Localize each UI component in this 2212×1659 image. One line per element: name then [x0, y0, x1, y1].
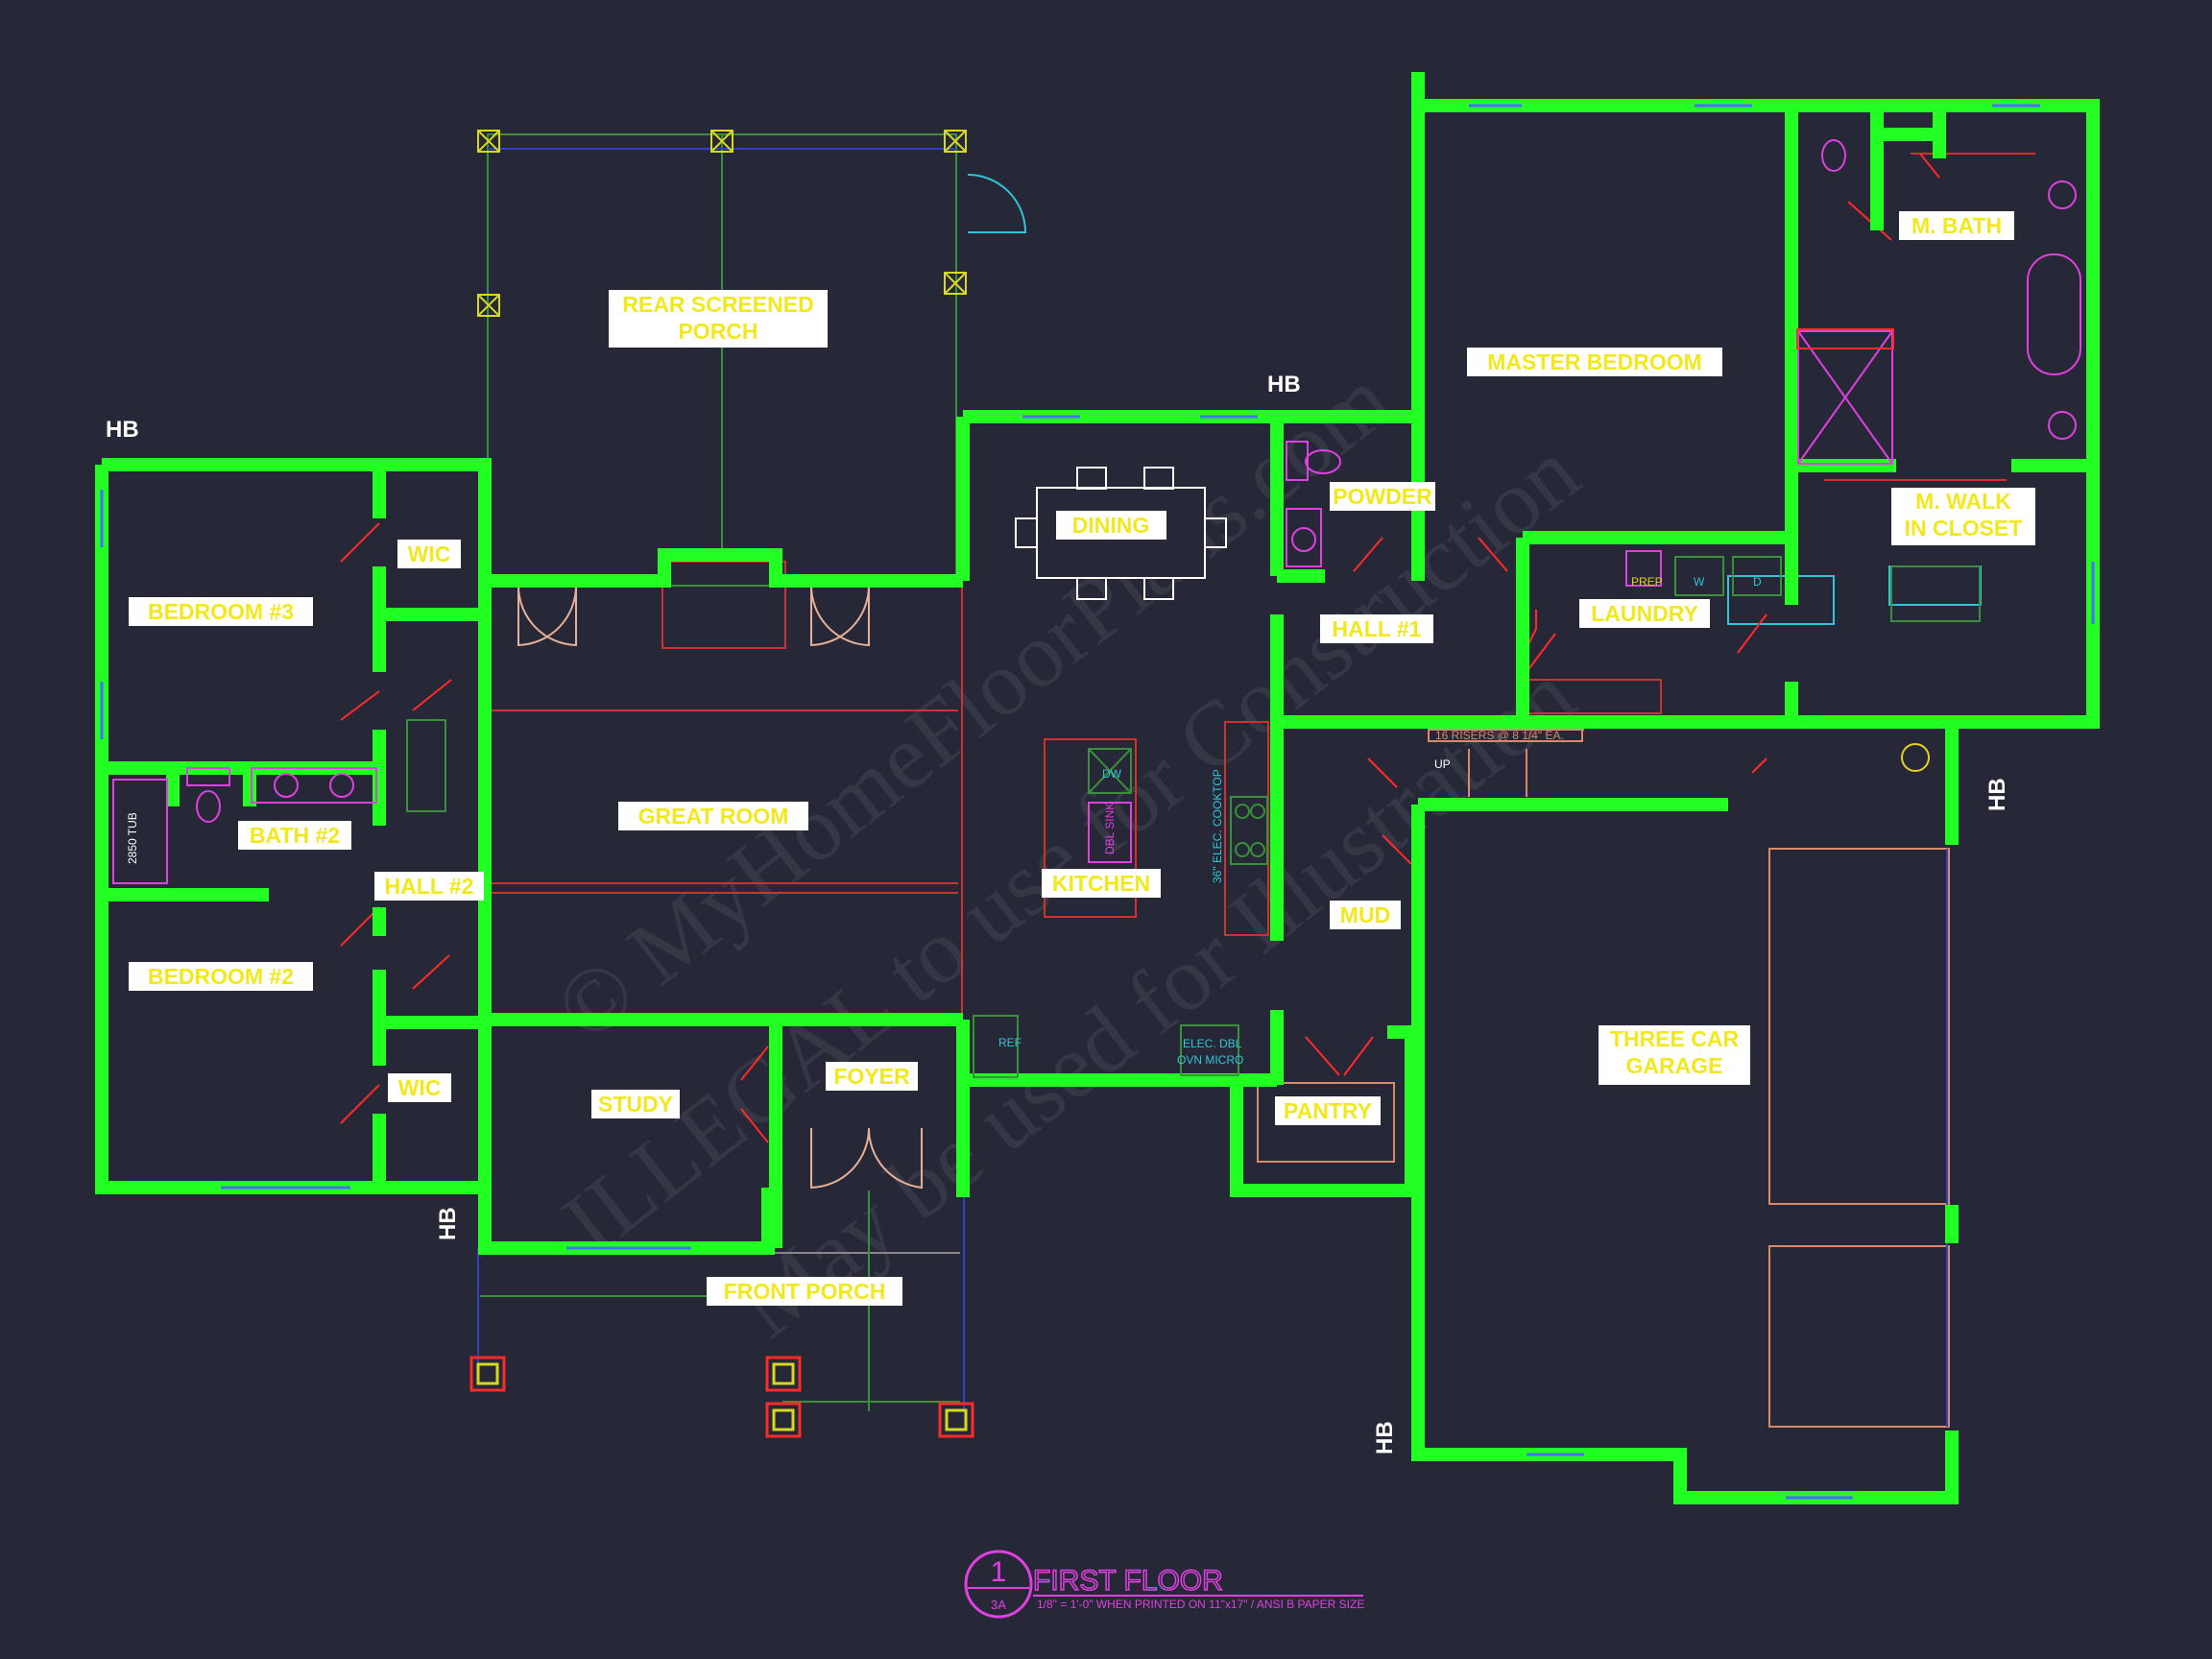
hb-tag-study: HB	[435, 1207, 461, 1240]
door-swings	[340, 153, 1940, 1190]
oven-label-2: OVN MICRO	[1177, 1053, 1243, 1067]
svg-text:REAR SCREENED: REAR SCREENED	[622, 292, 813, 317]
oven-label-1: ELEC. DBL	[1183, 1037, 1242, 1050]
dishwasher-label: DW	[1102, 767, 1122, 781]
stairs-up: UP	[1434, 757, 1451, 771]
hb-tag-garage-bottom: HB	[1372, 1421, 1398, 1455]
svg-text:FRONT PORCH: FRONT PORCH	[724, 1279, 886, 1304]
svg-text:IN CLOSET: IN CLOSET	[1905, 516, 2023, 541]
bedroom-2-label: BEDROOM #2	[129, 962, 313, 991]
svg-text:BEDROOM #2: BEDROOM #2	[148, 964, 294, 989]
m-walk-in-closet-label: M. WALK IN CLOSET	[1891, 488, 2035, 545]
room-labels: REAR SCREENED PORCH MASTER BEDROOM M. BA…	[129, 211, 2035, 1306]
svg-text:M. WALK: M. WALK	[1915, 489, 2011, 514]
hall-2-label: HALL #2	[374, 872, 484, 901]
svg-text:WIC: WIC	[408, 541, 451, 566]
wic-upper-label: WIC	[397, 540, 461, 568]
dining-label: DINING	[1056, 511, 1166, 540]
cooktop-label: 36" ELEC. COOKTOP	[1211, 769, 1224, 883]
drawing-title: 1 3A FIRST FLOOR 1/8" = 1'-0" WHEN PRINT…	[964, 1550, 1364, 1619]
svg-text:GREAT ROOM: GREAT ROOM	[638, 804, 789, 829]
dryer-label: D	[1753, 575, 1762, 589]
drawing-title-text: FIRST FLOOR	[1033, 1565, 1223, 1597]
svg-text:FOYER: FOYER	[833, 1064, 910, 1089]
hb-tag-garage: HB	[1984, 778, 2010, 811]
hb-tag-center: HB	[1267, 372, 1301, 397]
svg-text:DINING: DINING	[1072, 513, 1150, 538]
svg-text:THREE CAR: THREE CAR	[1610, 1026, 1740, 1051]
front-porch-label: FRONT PORCH	[707, 1277, 902, 1306]
svg-text:BATH #2: BATH #2	[250, 823, 340, 848]
tub-label: 2850 TUB	[126, 812, 139, 864]
hb-tag-left: HB	[106, 417, 139, 443]
kitchen-label: KITCHEN	[1042, 869, 1161, 898]
hose-bib-tags: HB HB HB HB HB	[106, 372, 2010, 1455]
svg-text:PORCH: PORCH	[678, 319, 757, 344]
garage-details	[1257, 729, 1950, 1428]
svg-text:POWDER: POWDER	[1333, 484, 1432, 509]
m-bath-label: M. BATH	[1899, 211, 2014, 240]
stairs-note: 16 RISERS @ 8 1/4" EA.	[1435, 729, 1564, 742]
bath-2-label: BATH #2	[238, 821, 351, 850]
study-label: STUDY	[591, 1090, 680, 1118]
svg-text:GARAGE: GARAGE	[1626, 1053, 1723, 1078]
rear-porch-outline	[487, 133, 1027, 587]
svg-text:M. BATH: M. BATH	[1911, 213, 2002, 238]
windows	[100, 104, 2095, 1500]
svg-text:MASTER BEDROOM: MASTER BEDROOM	[1487, 349, 1702, 374]
svg-text:STUDY: STUDY	[598, 1092, 673, 1117]
ref-label: REF	[998, 1036, 1022, 1049]
rear-screened-porch-label: REAR SCREENED PORCH	[609, 290, 828, 348]
drawing-sheet: 3A	[991, 1598, 1006, 1612]
hall-1-label: HALL #1	[1320, 614, 1433, 643]
porch-posts	[477, 130, 967, 317]
svg-text:BEDROOM #3: BEDROOM #3	[148, 599, 294, 624]
fixtures: 2850 TUB DW DBL SINK 36" ELEC. COOKTOP R…	[112, 139, 2081, 1078]
walls	[95, 72, 2100, 1504]
svg-text:WIC: WIC	[398, 1075, 442, 1100]
powder-label: POWDER	[1330, 482, 1435, 511]
great-room-label: GREAT ROOM	[618, 802, 808, 830]
laundry-label: LAUNDRY	[1579, 599, 1710, 628]
watermark: © MyHomeFloorPlans.com ILLEGAL to use fo…	[536, 348, 1597, 1358]
svg-text:KITCHEN: KITCHEN	[1052, 871, 1150, 896]
svg-text:MUD: MUD	[1340, 902, 1390, 927]
wic-lower-label: WIC	[388, 1073, 451, 1102]
mud-label: MUD	[1330, 901, 1401, 929]
drawing-scale: 1/8" = 1'-0" WHEN PRINTED ON 11"x17" / A…	[1037, 1598, 1364, 1611]
master-bedroom-label: MASTER BEDROOM	[1467, 348, 1722, 376]
svg-text:HALL #1: HALL #1	[1333, 616, 1422, 641]
washer-label: W	[1694, 575, 1705, 589]
svg-text:HALL #2: HALL #2	[385, 874, 474, 899]
foyer-label: FOYER	[826, 1062, 918, 1091]
sink-label: DBL SINK	[1103, 803, 1117, 854]
bedroom-3-label: BEDROOM #3	[129, 597, 313, 626]
svg-text:LAUNDRY: LAUNDRY	[1591, 601, 1698, 626]
drawing-number: 1	[991, 1556, 1007, 1588]
svg-text:PANTRY: PANTRY	[1284, 1098, 1372, 1123]
three-car-garage-label: THREE CAR GARAGE	[1599, 1025, 1750, 1085]
prep-label: PREP	[1631, 575, 1663, 589]
front-porch-posts	[469, 1356, 974, 1438]
pantry-label: PANTRY	[1275, 1096, 1381, 1125]
